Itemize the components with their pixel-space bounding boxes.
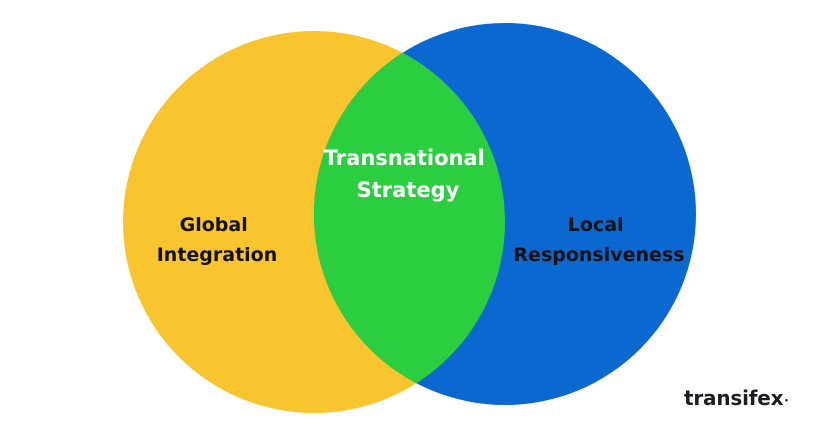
logo-dot-mark: • <box>784 397 789 405</box>
global-integration-line-2: Integration <box>157 244 278 266</box>
transnational-overlap-region <box>314 31 505 405</box>
logo-text: transifex <box>684 386 784 410</box>
local-responsiveness-line-1: Local <box>568 214 624 236</box>
transnational-strategy-line-1: Transnational <box>324 146 485 170</box>
local-responsiveness-line-2: Responsiveness <box>513 244 684 266</box>
global-integration-line-1: Global <box>180 214 248 236</box>
local-responsiveness-label: Local Responsiveness <box>513 214 684 266</box>
global-integration-label: Global Integration <box>157 214 278 266</box>
transnational-strategy-label: Transnational Strategy <box>324 146 492 202</box>
transnational-strategy-line-2: Strategy <box>357 178 460 202</box>
transifex-logo: transifex• <box>684 386 789 410</box>
